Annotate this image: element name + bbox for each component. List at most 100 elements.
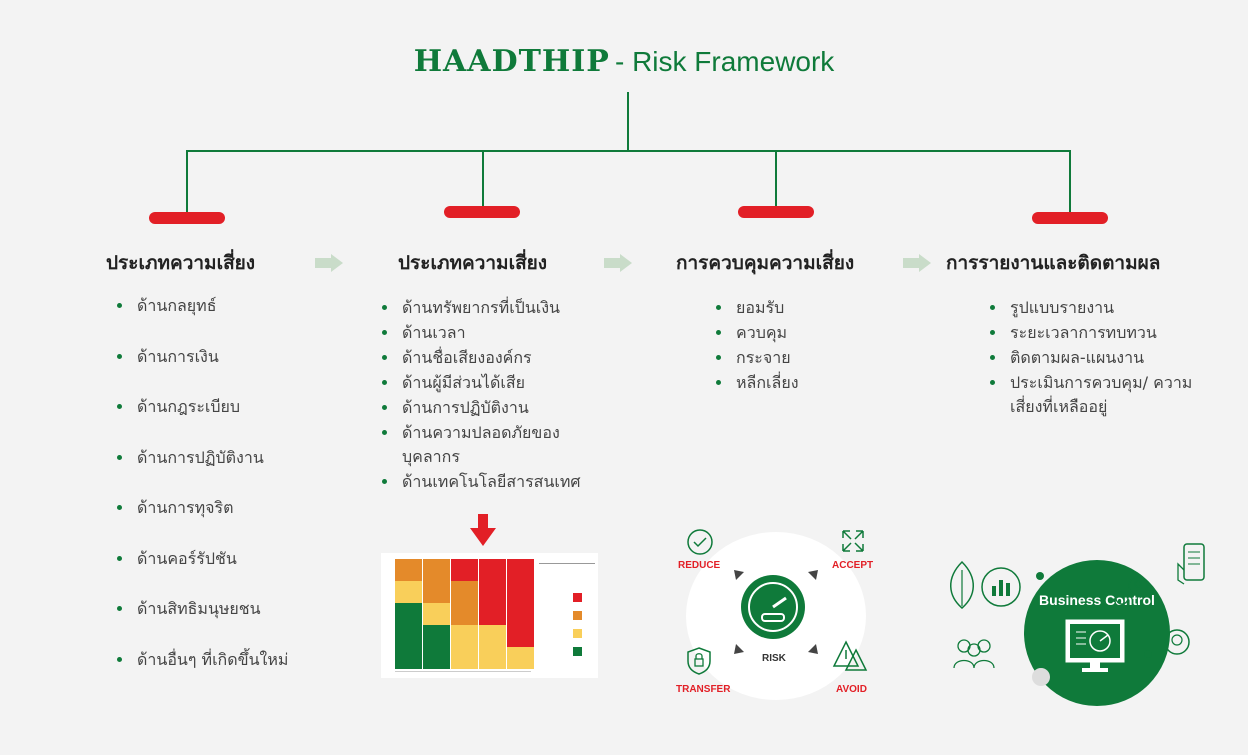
branch-drop-3 bbox=[775, 150, 777, 208]
risk-type-list-1: ด้านกลยุทธ์ ด้านการเงิน ด้านกฎระเบียบ ด้… bbox=[115, 294, 335, 698]
heatmap-cell bbox=[423, 625, 450, 647]
mobile-document-icon bbox=[1177, 543, 1205, 585]
risk-control-list: ยอมรับ ควบคุม กระจาย หลีกเลี่ยง bbox=[714, 296, 874, 396]
flow-arrow-icon-1 bbox=[315, 254, 343, 272]
heatmap-cell bbox=[451, 559, 478, 581]
flow-arrow-icon-2 bbox=[604, 254, 632, 272]
list-item: ด้านการเงิน bbox=[115, 345, 335, 396]
legend-swatch bbox=[573, 611, 582, 620]
accent-dot bbox=[1144, 650, 1152, 658]
leaf-icon bbox=[950, 560, 974, 609]
list-item: ด้านอื่นๆ ที่เกิดขึ้นใหม่ bbox=[115, 648, 335, 699]
arrow-down-icon bbox=[470, 514, 496, 546]
list-item: ด้านคอร์รัปชัน bbox=[115, 547, 335, 598]
list-item: ด้านเวลา bbox=[380, 321, 610, 345]
list-item: ด้านกลยุทธ์ bbox=[115, 294, 335, 345]
heatmap-cell bbox=[479, 559, 506, 581]
red-marker-2 bbox=[444, 206, 520, 218]
list-item: หลีกเลี่ยง bbox=[714, 371, 874, 395]
avoid-label: AVOID bbox=[836, 684, 867, 695]
expand-arrows-icon bbox=[842, 530, 864, 552]
list-item: ด้านผู้มีส่วนได้เสีย bbox=[380, 371, 610, 395]
heatmap-cell bbox=[395, 603, 422, 625]
heatmap-x-axis bbox=[395, 671, 531, 672]
column-heading-4: การรายงานและติดตามผล bbox=[946, 252, 1161, 274]
list-item: ด้านเทคโนโลยีสารสนเทศ bbox=[380, 470, 610, 494]
heatmap-cell bbox=[451, 647, 478, 669]
heatmap-cell bbox=[395, 559, 422, 581]
list-item: ด้านกฎระเบียบ bbox=[115, 395, 335, 446]
risk-heatmap bbox=[381, 553, 598, 678]
risk-type-list-2: ด้านทรัพยากรที่เป็นเงิน ด้านเวลา ด้านชื่… bbox=[380, 296, 610, 495]
page-title: HAADTHIP - Risk Framework bbox=[0, 44, 1248, 79]
reporting-list: รูปแบบรายงาน ระยะเวลาการทบทวน ติดตามผล-แ… bbox=[988, 296, 1198, 420]
heatmap-cell bbox=[507, 603, 534, 625]
business-control-graphic: Business Control bbox=[940, 540, 1210, 712]
heatmap-cell bbox=[507, 625, 534, 647]
list-item: ยอมรับ bbox=[714, 296, 874, 320]
heatmap-cell bbox=[479, 647, 506, 669]
red-marker-1 bbox=[149, 212, 225, 224]
branch-drop-2 bbox=[482, 150, 484, 208]
heatmap-cell bbox=[479, 581, 506, 603]
heatmap-cell bbox=[423, 603, 450, 625]
reduce-label: REDUCE bbox=[678, 560, 721, 571]
legend-swatch bbox=[573, 647, 582, 656]
team-icon bbox=[953, 639, 995, 669]
list-item: กระจาย bbox=[714, 346, 874, 370]
heatmap-legend-header bbox=[539, 563, 595, 564]
shield-lock-icon bbox=[687, 647, 711, 675]
list-item: ด้านชื่อเสียงองค์กร bbox=[380, 346, 610, 370]
legend-swatch bbox=[573, 629, 582, 638]
accent-dot bbox=[1036, 572, 1044, 580]
accept-label: ACCEPT bbox=[832, 560, 874, 571]
settings-user-icon bbox=[1115, 576, 1148, 605]
monitor-chart-icon bbox=[1065, 619, 1125, 672]
inward-arrows-icon bbox=[734, 570, 818, 654]
list-item: ด้านทรัพยากรที่เป็นเงิน bbox=[380, 296, 610, 320]
page-subtitle: - Risk Framework bbox=[614, 46, 835, 77]
heatmap-cell bbox=[479, 603, 506, 625]
risk-center-label: RISK bbox=[762, 653, 786, 664]
brand-logo: HAADTHIP bbox=[413, 44, 610, 79]
trunk-line bbox=[627, 92, 629, 150]
accent-dot bbox=[1032, 668, 1050, 686]
list-item: ด้านสิทธิมนุษยชน bbox=[115, 597, 335, 648]
list-item: ด้านการปฏิบัติงาน bbox=[115, 446, 335, 497]
heatmap-cell bbox=[423, 581, 450, 603]
heatmap-cell bbox=[507, 647, 534, 669]
heatmap-cell bbox=[423, 647, 450, 669]
list-item: ด้านการปฏิบัติงาน bbox=[380, 396, 610, 420]
list-item: ระยะเวลาการทบทวน bbox=[988, 321, 1198, 345]
analytics-icon bbox=[981, 567, 1021, 607]
heatmap-cell bbox=[395, 581, 422, 603]
risk-wheel: RISK REDUCE ACCEPT TRANSFER AVOID bbox=[676, 520, 876, 700]
transfer-label: TRANSFER bbox=[676, 684, 731, 695]
column-heading-2: ประเภทความเสี่ยง bbox=[398, 252, 548, 274]
list-item: ด้านการทุจริต bbox=[115, 496, 335, 547]
red-marker-3 bbox=[738, 206, 814, 218]
warning-triangle-icon bbox=[832, 640, 868, 671]
list-item: ประเมินการควบคุม/ ความเสี่ยงที่เหลืออยู่ bbox=[988, 371, 1198, 419]
risk-gauge-icon bbox=[741, 575, 805, 639]
flow-arrow-icon-3 bbox=[903, 254, 931, 272]
heatmap-cell bbox=[507, 581, 534, 603]
business-control-label: Business Control bbox=[1039, 592, 1155, 608]
list-item: ติดตามผล-แผนงาน bbox=[988, 346, 1198, 370]
red-marker-4 bbox=[1032, 212, 1108, 224]
heatmap-cell bbox=[479, 625, 506, 647]
list-item: ด้านความปลอดภัยของ บุคลากร bbox=[380, 421, 610, 469]
branch-drop-4 bbox=[1069, 150, 1071, 212]
heatmap-cell bbox=[451, 625, 478, 647]
list-item: รูปแบบรายงาน bbox=[988, 296, 1198, 320]
heatmap-cell bbox=[395, 647, 422, 669]
heatmap-cell bbox=[451, 603, 478, 625]
column-heading-3: การควบคุมความเสี่ยง bbox=[676, 252, 855, 274]
heatmap-cell bbox=[451, 581, 478, 603]
heatmap-cell bbox=[423, 559, 450, 581]
branch-drop-1 bbox=[186, 150, 188, 212]
heatmap-cell bbox=[395, 625, 422, 647]
legend-swatch bbox=[573, 593, 582, 602]
column-heading-1: ประเภทความเสี่ยง bbox=[106, 252, 256, 274]
list-item: ควบคุม bbox=[714, 321, 874, 345]
